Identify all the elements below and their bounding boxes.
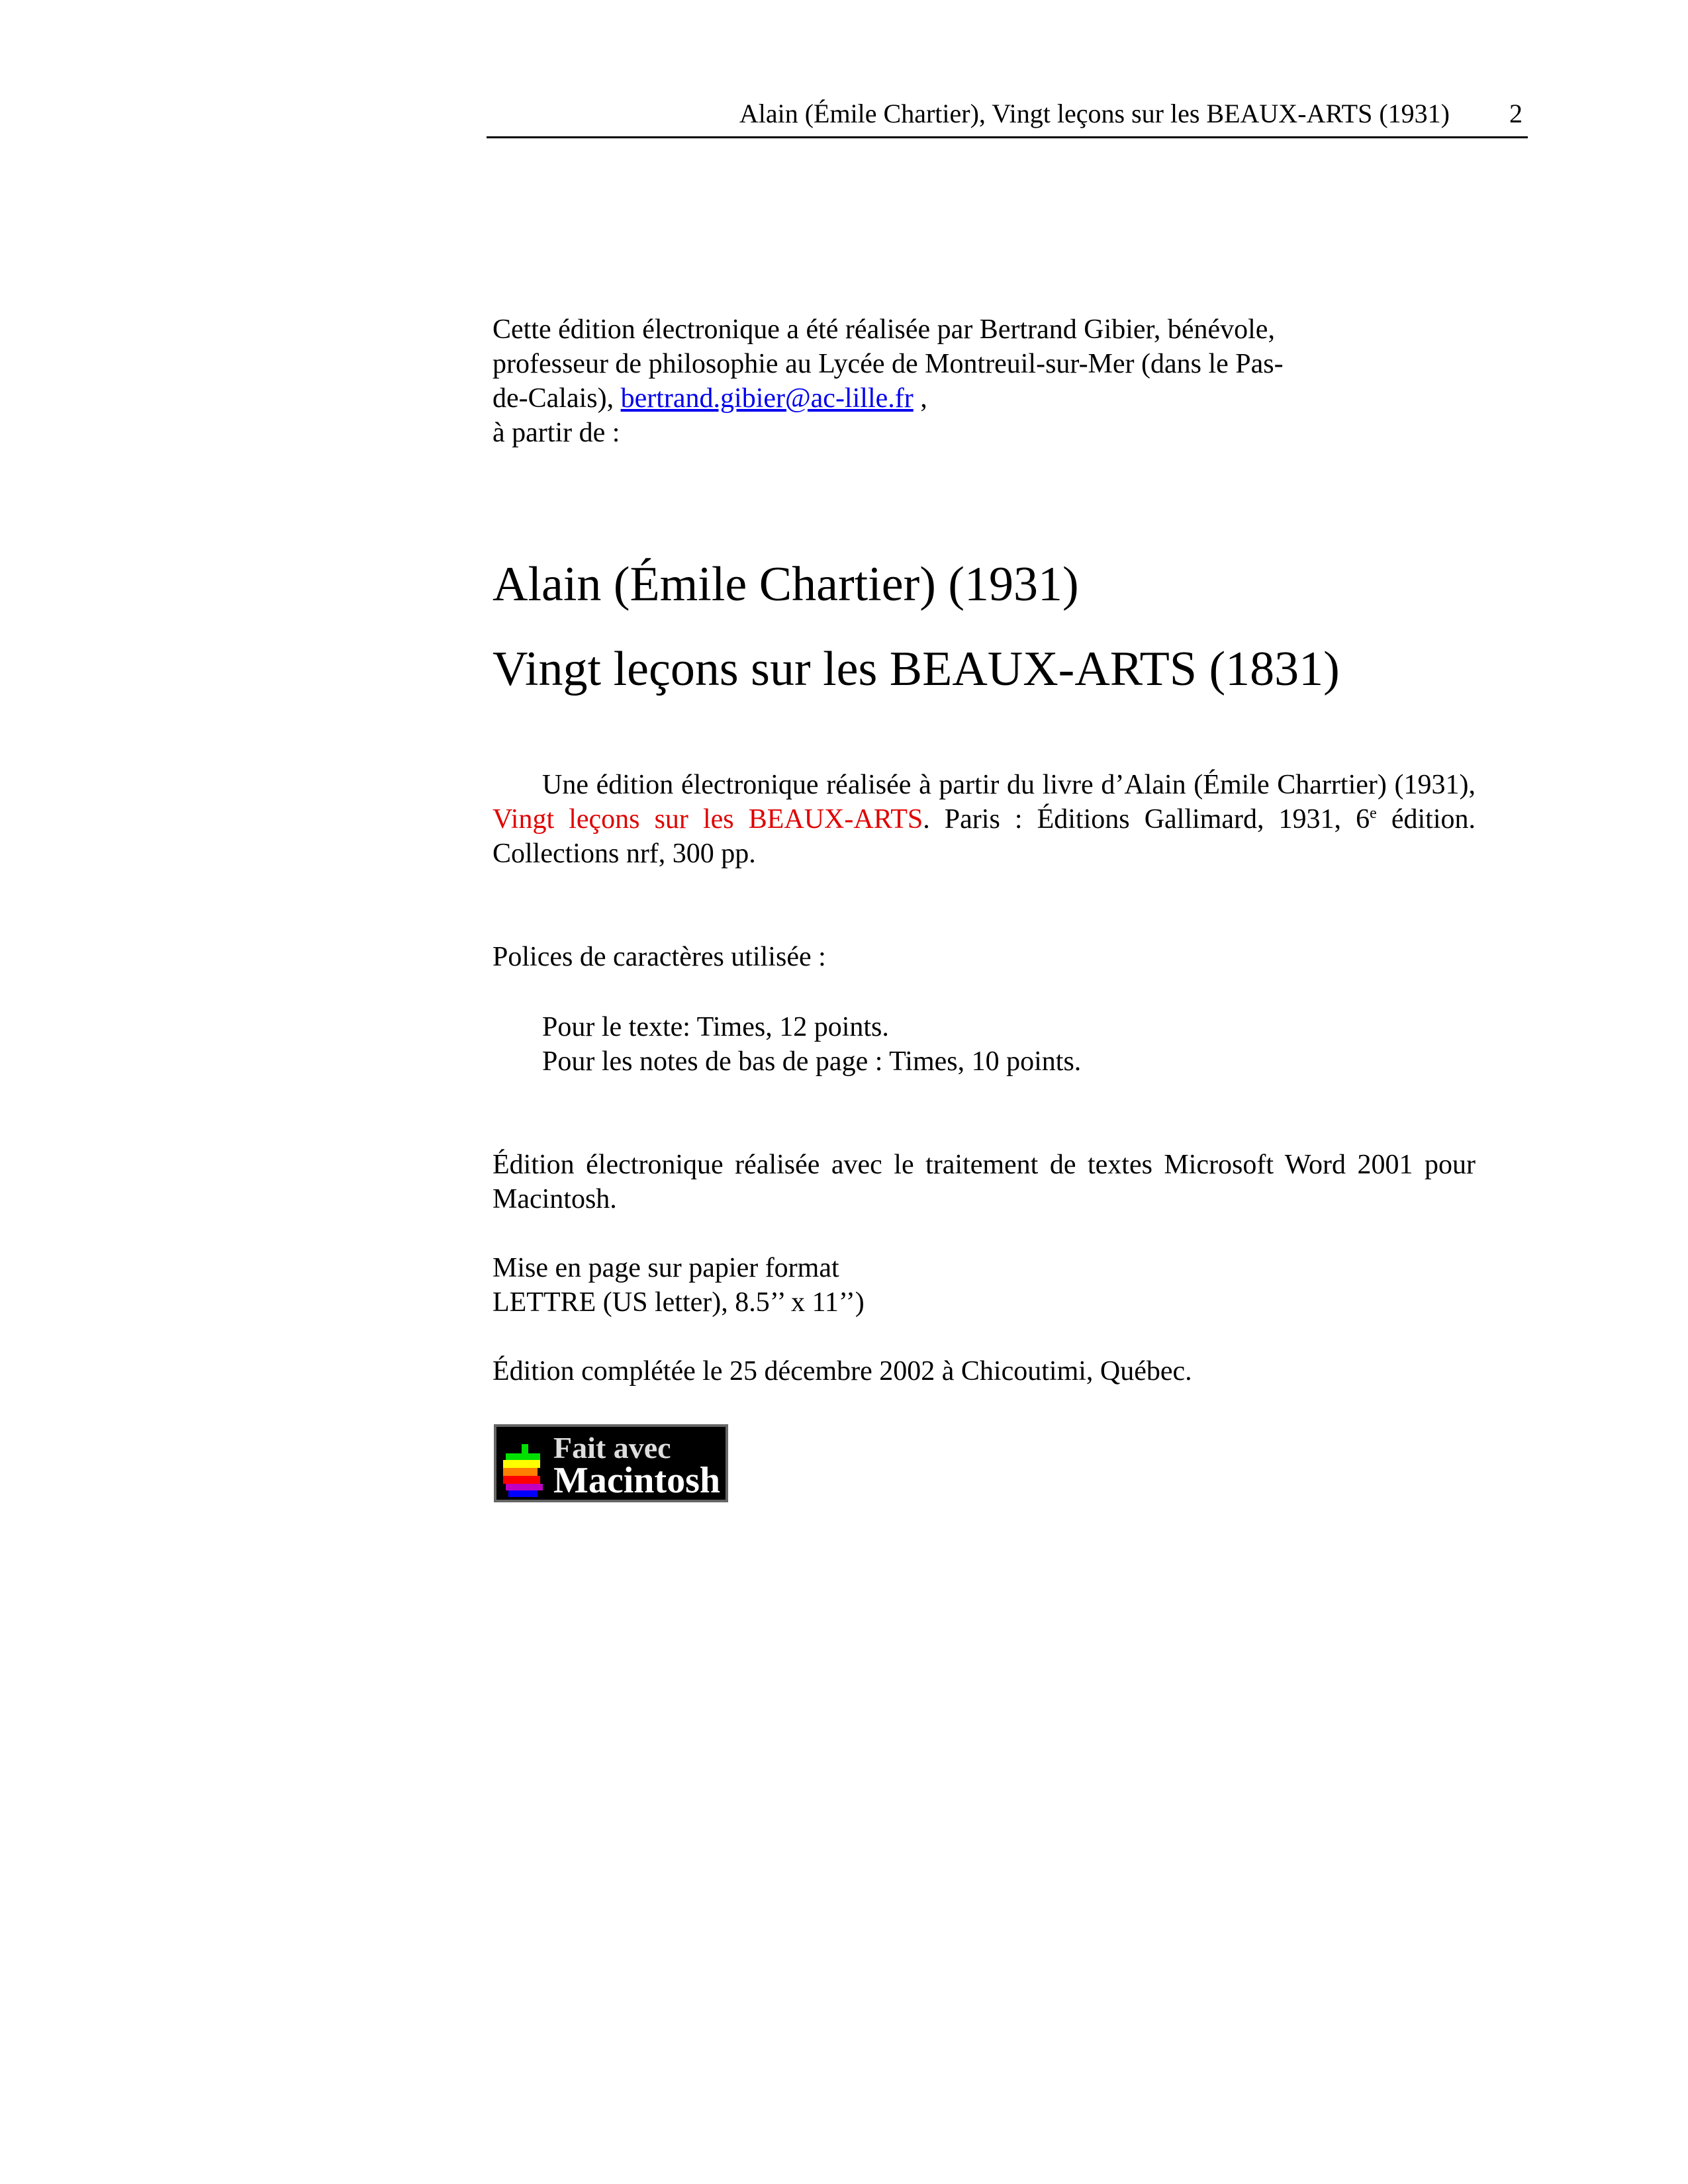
badge-line1: Fait avec bbox=[553, 1431, 671, 1465]
paper-line: Mise en page sur papier format bbox=[492, 1253, 839, 1283]
credits-text: , bbox=[913, 383, 927, 414]
running-title: Alain (Émile Chartier), Vingt leçons sur… bbox=[739, 99, 1450, 128]
credits-paragraph: Cette édition électronique a été réalisé… bbox=[492, 312, 1284, 450]
book-title: Vingt leçons sur les BEAUX-ARTS bbox=[492, 804, 923, 835]
source-paragraph: Une édition électronique réalisée à part… bbox=[492, 768, 1476, 871]
paper-line: LETTRE (US letter), 8.5’’ x 11’’) bbox=[492, 1287, 865, 1318]
credits-line: Cette édition électronique a été réalisé… bbox=[492, 314, 1275, 345]
font-text: Pour le texte: Times, 12 points. bbox=[542, 1012, 889, 1042]
source-text: édition. Collections nrf, 300 pp. bbox=[492, 804, 1476, 869]
fonts-heading: Polices de caractères utilisée : bbox=[492, 942, 826, 972]
paper-paragraph: Mise en page sur papier format LETTRE (U… bbox=[492, 1251, 865, 1320]
completed-date: Édition complétée le 25 décembre 2002 à … bbox=[492, 1356, 1192, 1387]
page-header: Alain (Émile Chartier), Vingt leçons sur… bbox=[487, 93, 1528, 138]
work-title: Vingt leçons sur les BEAUX-ARTS (1831) bbox=[492, 642, 1340, 696]
credits-line: professeur de philosophie au Lycée de Mo… bbox=[492, 349, 1284, 379]
credits-text: de-Calais), bbox=[492, 383, 621, 414]
font-notes: Pour les notes de bas de page : Times, 1… bbox=[542, 1046, 1082, 1077]
author-title: Alain (Émile Chartier) (1931) bbox=[492, 557, 1079, 612]
badge-line2: Macintosh bbox=[553, 1460, 720, 1501]
email-link[interactable]: bertrand.gibier@ac-lille.fr bbox=[620, 383, 914, 414]
credits-line: à partir de : bbox=[492, 418, 620, 448]
apple-logo-icon bbox=[503, 1444, 543, 1497]
page-number: 2 bbox=[1509, 99, 1523, 128]
source-text: . Paris : Éditions Gallimard, 1931, 6 bbox=[923, 804, 1370, 835]
credits-line: de-Calais), bertrand.gibier@ac-lille.fr … bbox=[492, 381, 1284, 416]
made-with-macintosh-badge: Fait avec Macintosh bbox=[494, 1424, 728, 1502]
fonts-list: Pour le texte: Times, 12 points. Pour le… bbox=[542, 1010, 1081, 1079]
software-paragraph: Édition électronique réalisée avec le tr… bbox=[492, 1150, 1476, 1214]
source-text: Une édition électronique réalisée à part… bbox=[542, 770, 1476, 800]
superscript: e bbox=[1370, 805, 1377, 822]
